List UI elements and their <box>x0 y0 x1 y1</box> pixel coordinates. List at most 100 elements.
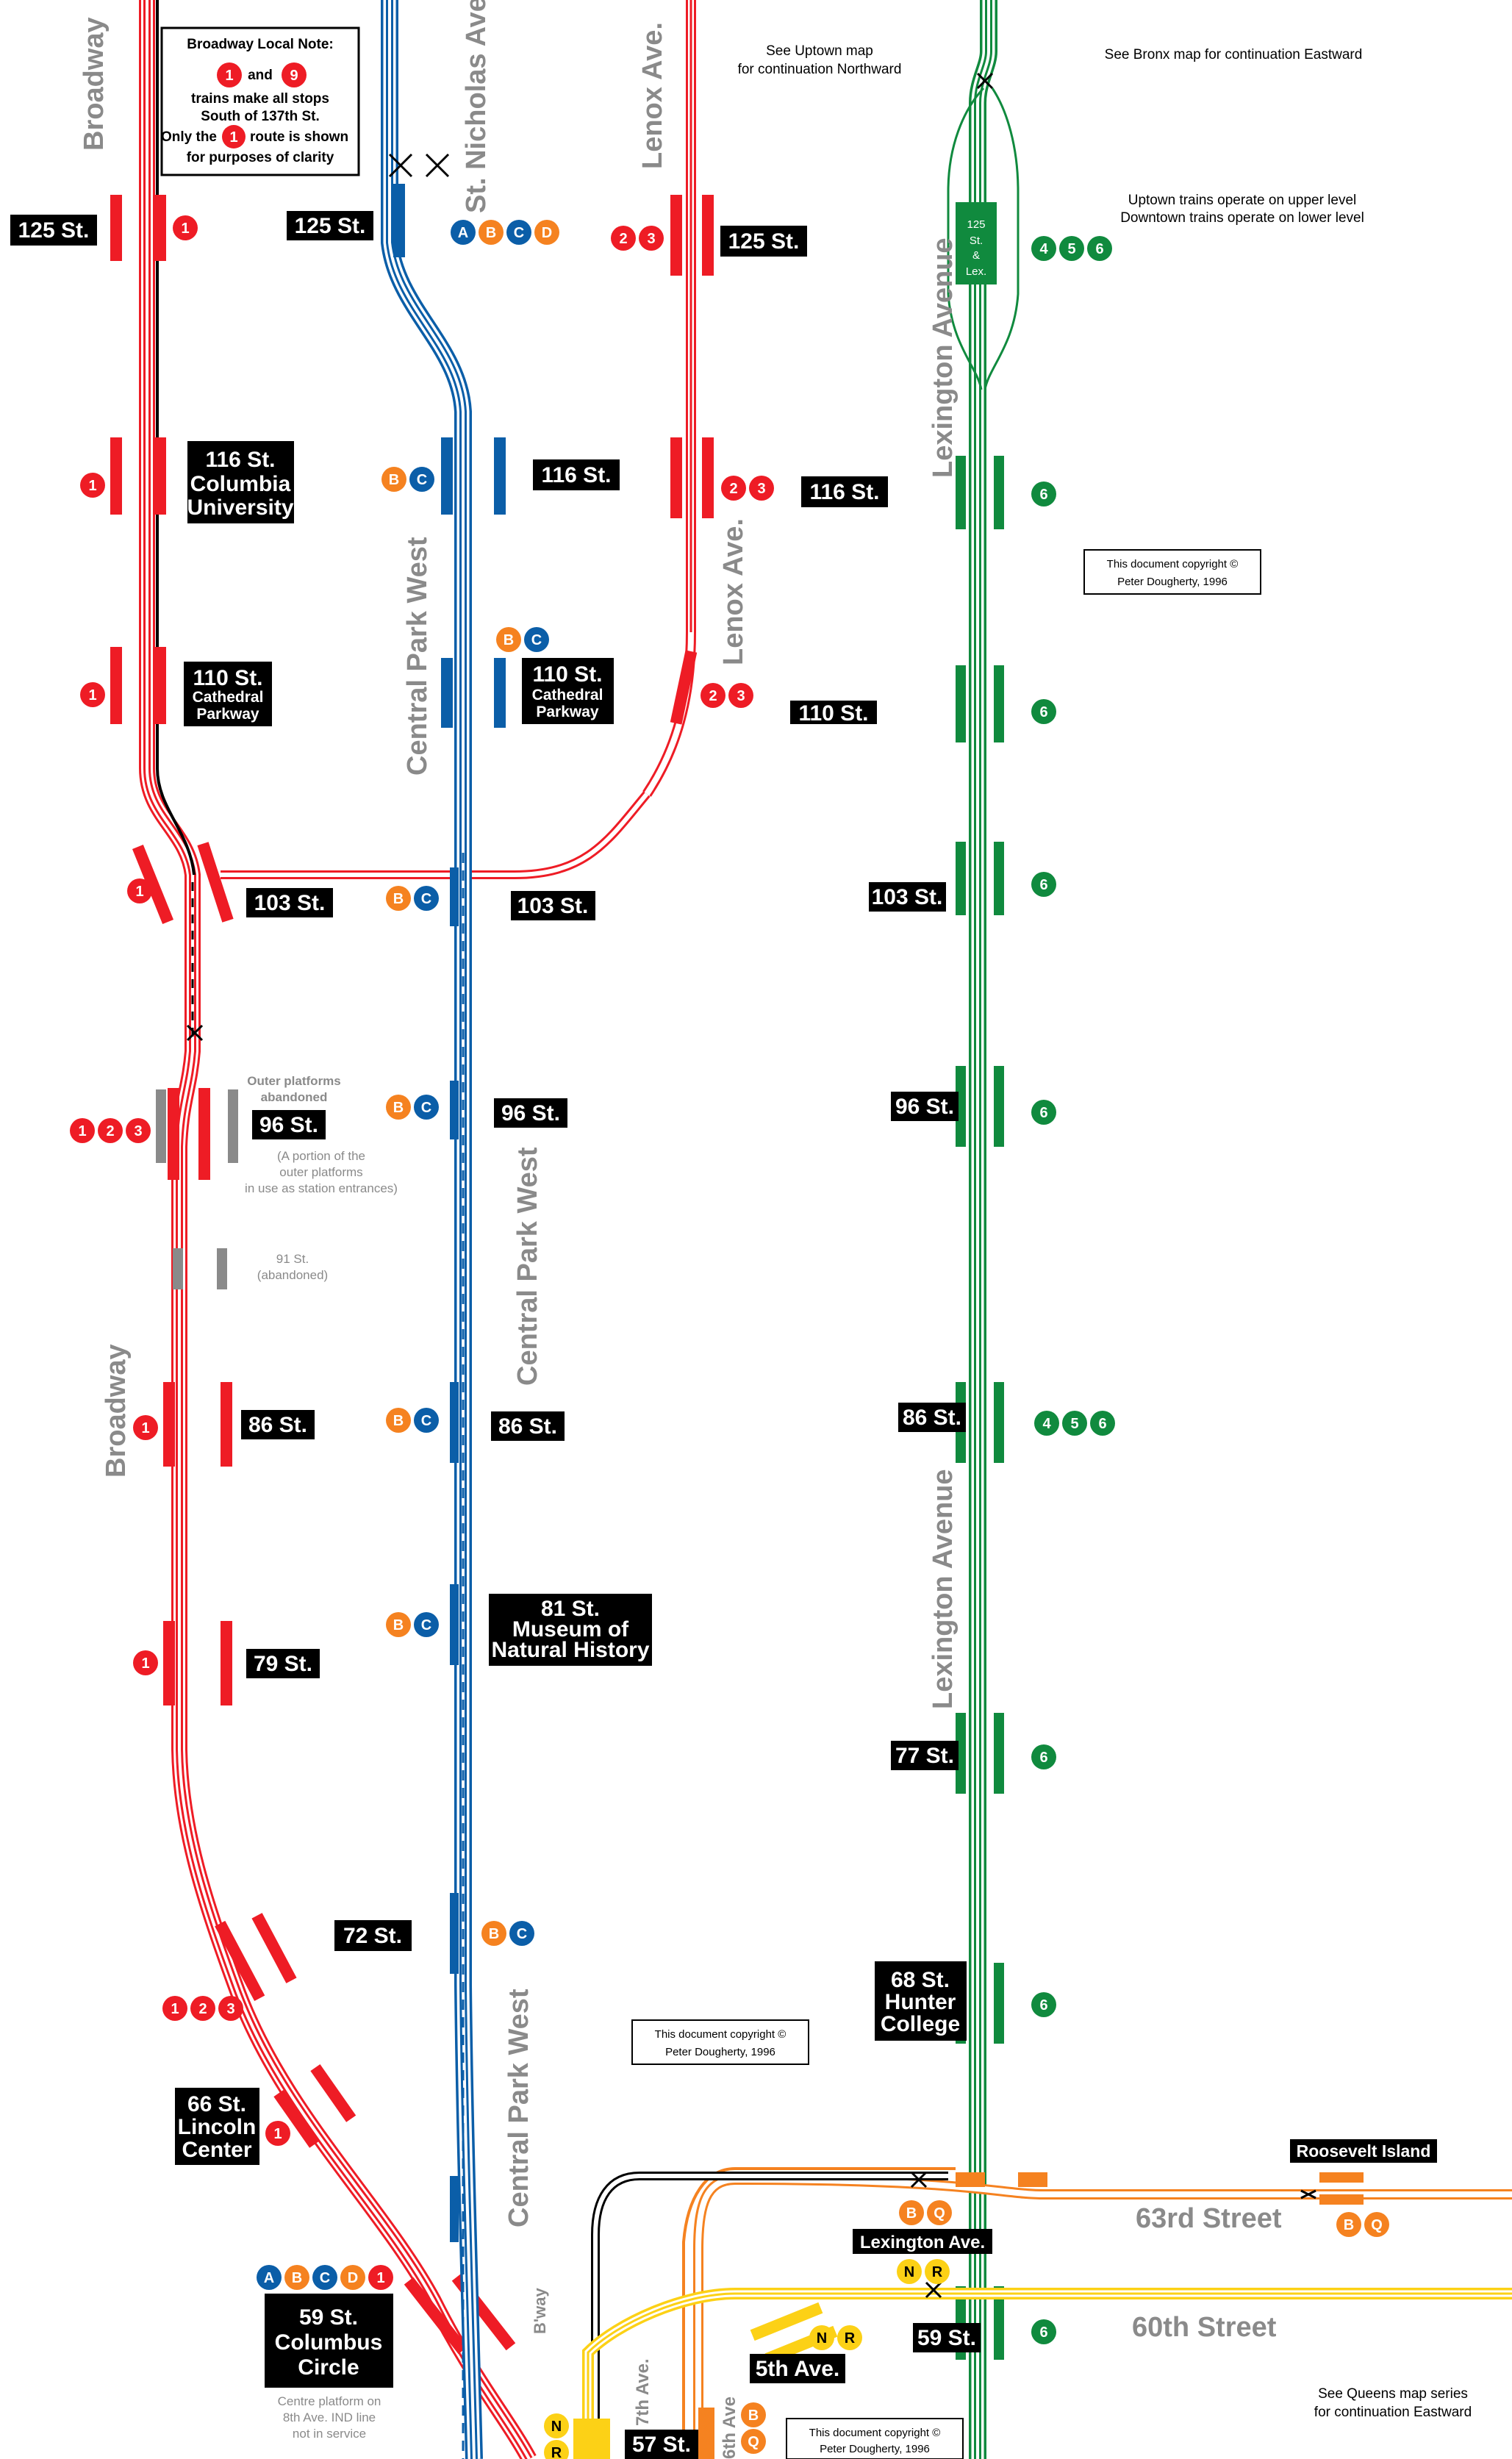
route-bullet-1 <box>265 2121 290 2146</box>
route-bullet-1 <box>127 878 152 903</box>
route-bullet-label: B <box>393 891 404 907</box>
route-bullet-3 <box>126 1118 151 1143</box>
svg-text:trains make all stops: trains make all stops <box>191 91 329 107</box>
route-bullet-label: 6 <box>1039 877 1047 893</box>
route-bullet-label: R <box>845 2330 856 2347</box>
route-bullet-label: 1 <box>141 1420 149 1436</box>
route-bullet-5 <box>1059 236 1084 261</box>
svg-text:See Uptown map: See Uptown map <box>766 43 873 59</box>
svg-text:This document copyright ©: This document copyright © <box>1107 558 1239 570</box>
svg-text:103 St.: 103 St. <box>254 891 326 915</box>
svg-text:66 St.: 66 St. <box>187 2092 246 2116</box>
route-bullet-label: 2 <box>729 481 737 497</box>
svg-text:Outer platforms: Outer platforms <box>247 1074 341 1088</box>
street-cpw-mid: Central Park West <box>512 1147 543 1386</box>
svg-text:Only the: Only the <box>161 129 217 145</box>
svg-text:9: 9 <box>290 68 298 84</box>
svg-text:Uptown trains operate on upper: Uptown trains operate on upper level <box>1128 193 1357 208</box>
yellow-orange-platforms <box>573 2172 1364 2459</box>
svg-text:Circle: Circle <box>298 2355 359 2380</box>
route-bullet-D <box>340 2265 365 2290</box>
lex-level-note: Uptown trains operate on upper level Dow… <box>1120 193 1364 226</box>
lenox-platforms <box>670 195 714 725</box>
lex-125-box-label: 125 St. & Lex. <box>966 218 986 278</box>
svg-text:South of 137th St.: South of 137th St. <box>201 109 320 124</box>
route-bullet-label: A <box>264 2270 274 2286</box>
route-bullet-1 <box>80 473 105 498</box>
platform-72-a <box>215 1920 265 2001</box>
route-bullet-label: B <box>393 1100 404 1116</box>
svg-text:1: 1 <box>225 68 233 84</box>
route-bullet-R <box>544 2440 569 2459</box>
svg-text:Peter Dougherty, 1996: Peter Dougherty, 1996 <box>1117 576 1228 588</box>
svg-text:Museum of: Museum of <box>512 1617 629 1642</box>
street-63rd: 63rd Street <box>1136 2203 1282 2234</box>
route-bullet-label: B <box>292 2270 302 2286</box>
street-broadway-mid: Broadway <box>101 1344 132 1478</box>
route-bullet-label: C <box>417 472 427 488</box>
svg-text:Hunter: Hunter <box>885 1990 956 2014</box>
route-bullet-label: 3 <box>737 688 745 704</box>
route-bullet-label: 2 <box>619 231 627 247</box>
route-bullet-B <box>386 1612 411 1637</box>
route-bullet-label: C <box>421 1413 431 1429</box>
route-bullet-5 <box>1062 1411 1087 1436</box>
route-bullet-label: B <box>504 632 514 648</box>
route-bullet-1 <box>133 1650 158 1675</box>
svg-text:abandoned: abandoned <box>261 1090 328 1104</box>
svg-text:and: and <box>248 68 273 83</box>
route-bullet-label: 2 <box>198 2001 207 2017</box>
svg-text:This document copyright ©: This document copyright © <box>655 2028 787 2041</box>
cpw-platforms <box>393 184 506 2242</box>
route-bullet-label: B <box>748 2408 759 2424</box>
route-bullet-1 <box>70 1118 95 1143</box>
svg-text:125 St.: 125 St. <box>728 229 800 254</box>
svg-text:91 St.: 91 St. <box>276 1252 309 1266</box>
route-bullet-label: C <box>421 1617 431 1633</box>
svg-text:79 St.: 79 St. <box>254 1652 312 1676</box>
route-bullet-6 <box>1031 872 1056 897</box>
route-bullet-label: 1 <box>141 1656 149 1672</box>
route-bullet-6 <box>1031 1744 1056 1769</box>
route-bullet-6 <box>1087 236 1112 261</box>
svg-text:5th Ave.: 5th Ave. <box>756 2357 839 2381</box>
route-bullet-label: 6 <box>1039 1750 1047 1766</box>
route-bullet-label: R <box>932 2264 943 2280</box>
svg-text:Cathedral: Cathedral <box>532 687 603 704</box>
route-bullet-N <box>809 2325 834 2350</box>
platform-125-east <box>154 195 166 261</box>
platform-116-east <box>154 437 166 515</box>
svg-text:125 St.: 125 St. <box>295 214 366 238</box>
route-bullet-label: 5 <box>1070 1416 1078 1432</box>
lexington-line-tracks <box>947 0 1020 2459</box>
platform-66-a <box>273 2090 320 2148</box>
platform-96-center2 <box>198 1088 210 1180</box>
abandoned-platforms <box>156 1089 238 1289</box>
svg-text:1: 1 <box>229 129 237 146</box>
route-bullet-3 <box>639 226 664 251</box>
route-bullet-label: C <box>421 1100 431 1116</box>
route-bullet-1 <box>80 682 105 707</box>
svg-text:Peter Dougherty, 1996: Peter Dougherty, 1996 <box>665 2046 775 2058</box>
street-st-nicholas: St. Nicholas Ave <box>461 0 492 213</box>
route-bullet-label: 6 <box>1098 1416 1106 1432</box>
route-bullet-3 <box>728 683 753 708</box>
copyright-note-2: This document copyright © Peter Doughert… <box>631 2019 809 2065</box>
route-bullet-2 <box>721 476 746 501</box>
route-bullet-2 <box>190 1996 215 2021</box>
svg-text:59 St.: 59 St. <box>917 2326 976 2350</box>
svg-text:8th Ave. IND line: 8th Ave. IND line <box>283 2410 376 2424</box>
platform-79-west <box>163 1621 175 1705</box>
svg-text:103 St.: 103 St. <box>517 894 589 918</box>
platform-86-west <box>163 1382 175 1467</box>
street-cpw-top: Central Park West <box>402 537 433 776</box>
street-lexington-mid: Lexington Avenue <box>928 1469 959 1709</box>
svg-text:68 St.: 68 St. <box>891 1968 950 1992</box>
route-bullet-A <box>257 2265 282 2290</box>
route-bullet-label: C <box>517 1926 527 1942</box>
svg-text:not in service: not in service <box>293 2427 366 2441</box>
route-bullet-label: B <box>393 1617 404 1633</box>
svg-text:110 St.: 110 St. <box>798 701 868 726</box>
route-bullet-B <box>481 1921 506 1946</box>
crossover-marks <box>186 72 1316 2299</box>
